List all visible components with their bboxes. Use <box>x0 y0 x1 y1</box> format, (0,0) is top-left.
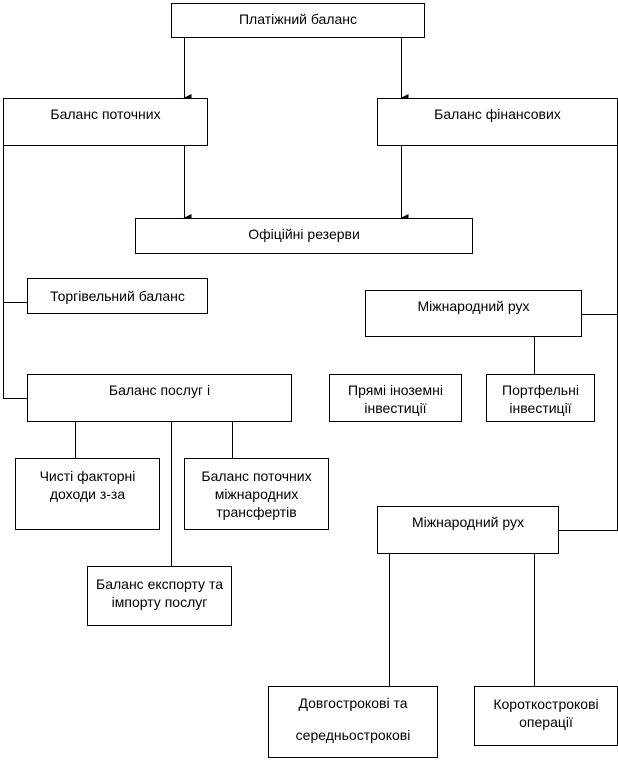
node-international-flow-2: Міжнародний рух <box>377 506 559 554</box>
node-international-flow-1: Міжнародний рух <box>365 290 582 337</box>
node-current-transfers: Баланс поточних міжнародних трансфертів <box>184 458 329 530</box>
node-official-reserves: Офіційні резерви <box>135 218 473 254</box>
node-current-account: Баланс поточних <box>3 98 208 146</box>
node-direct-investment: Прямі іноземні інвестиції <box>329 374 462 422</box>
node-services-export-import: Баланс експорту та імпорту послуг <box>87 566 232 626</box>
node-services-balance: Баланс послуг і <box>27 374 292 422</box>
left-trunk <box>3 146 27 399</box>
right-trunk <box>559 146 618 531</box>
node-balance-of-payments: Платіжний баланс <box>171 3 425 38</box>
node-short-term: Короткострокові операції <box>474 686 618 746</box>
node-trade-balance: Торгівельний баланс <box>27 278 208 314</box>
node-portfolio-investment: Портфельні інвестиції <box>486 374 595 422</box>
node-long-medium-term: Довгострокові та середньострокові <box>268 686 438 758</box>
node-net-factor-income: Чисті факторні доходи з-за <box>15 458 160 530</box>
node-financial-account: Баланс фінансових <box>377 98 618 146</box>
